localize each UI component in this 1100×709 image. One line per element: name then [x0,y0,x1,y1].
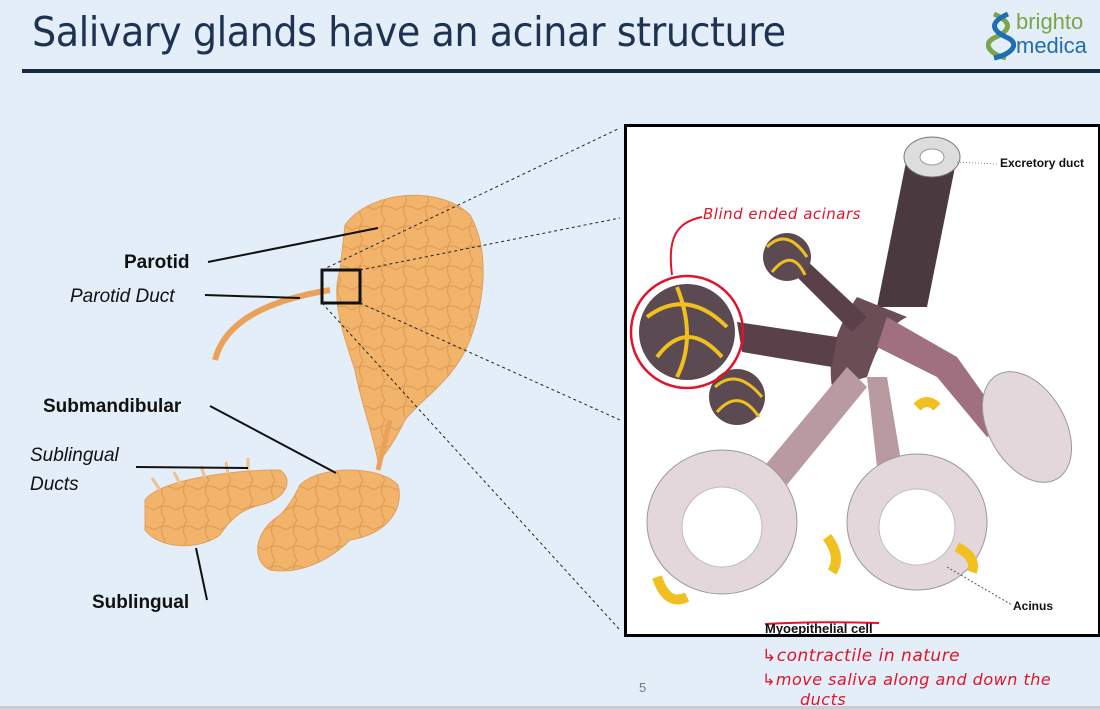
sublingual-gland [144,469,288,547]
label-parotid: Parotid [124,252,190,273]
label-myoepithelial-cell: Myoepithelial cell [765,621,873,636]
label-parotid-duct: Parotid Duct [70,286,175,307]
label-sublingual: Sublingual [92,592,190,613]
annotation-note-3: ducts [800,690,847,709]
submandibular-gland [257,469,400,572]
annotation-note-2: ↳move saliva along and down the [762,670,1052,689]
bottom-border [0,706,1100,709]
label-excretory-duct: Excretory duct [1000,156,1085,170]
parotid-gland [336,194,484,464]
brighton-logo: brighto medica [986,8,1100,64]
annotation-note-1: ↳contractile in nature [762,646,961,666]
zoom-region-box [320,268,362,305]
parotid-duct-shape [212,287,331,361]
dna-helix-icon [986,11,1016,61]
logo-text-line2: medica [1016,33,1087,58]
annotation-circle [629,274,745,390]
label-sublingual-ducts-1: Sublingual [30,445,119,466]
label-sublingual-ducts-2: Ducts [30,474,79,495]
acinus-illustration [629,136,1073,625]
acinus-detail-panel: Excretory duct Acinus Myoepithelial cell… [624,124,1100,637]
label-submandibular: Submandibular [43,396,182,417]
page-number: 5 [639,680,647,695]
logo-text-line1: brighto [1016,9,1084,34]
title-divider [22,69,1100,73]
salivary-glands-illustration [135,127,620,631]
slide-title: Salivary glands have an acinar structure [32,8,786,56]
label-acinus: Acinus [1013,599,1054,613]
annotation-blind-ended: Blind ended acinars [703,205,861,223]
